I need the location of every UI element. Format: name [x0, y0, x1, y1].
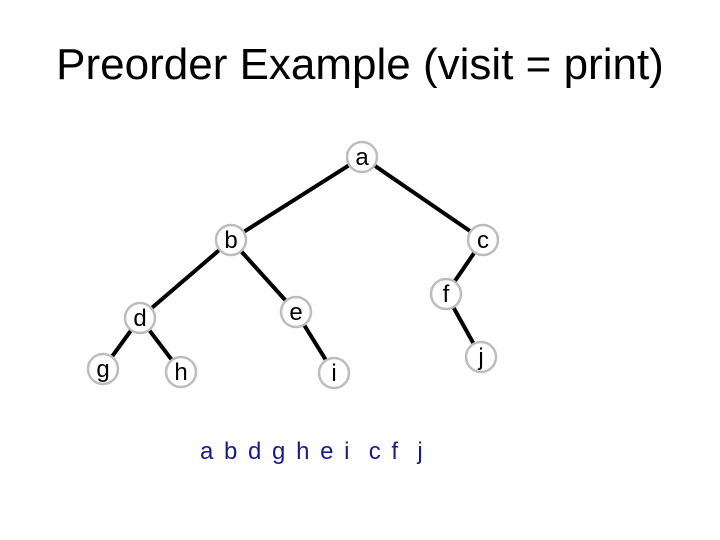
tree-node-i: i [317, 356, 351, 390]
slide-title: Preorder Example (visit = print) [56, 40, 664, 89]
node-circle [345, 140, 379, 174]
node-label: j [477, 344, 483, 371]
node-circle [429, 277, 463, 311]
edge-b-d [149, 247, 222, 311]
tree-node-h: h [164, 355, 198, 389]
tree-edges [109, 163, 477, 363]
node-label: b [224, 227, 237, 254]
tree-node-d: d [123, 301, 157, 335]
node-label: a [355, 144, 369, 171]
edge-f-j [451, 305, 476, 346]
node-label: e [289, 299, 302, 326]
tree-node-f: f [429, 277, 463, 311]
preorder-sequence: a b d g h e i c f j [200, 438, 425, 465]
node-circle [317, 356, 351, 390]
node-circle [123, 301, 157, 335]
node-label: h [174, 359, 187, 386]
node-label: d [133, 305, 146, 332]
tree-node-j: j [464, 340, 498, 374]
node-label: g [96, 356, 109, 383]
tree-nodes: a b c d e f g h i j [86, 140, 500, 390]
tree-node-b: b [214, 223, 248, 257]
edge-e-i [301, 322, 329, 363]
node-circle [464, 340, 498, 374]
node-label: f [443, 281, 450, 308]
node-circle [164, 355, 198, 389]
node-circle [214, 223, 248, 257]
edge-d-g [109, 328, 134, 359]
edge-a-c [372, 163, 473, 234]
edge-a-b [241, 163, 352, 234]
edge-d-h [147, 327, 174, 363]
node-circle [279, 295, 313, 329]
tree-node-e: e [279, 295, 313, 329]
node-circle [86, 352, 120, 386]
tree-node-c: c [466, 223, 500, 257]
node-label: c [477, 227, 489, 254]
tree-node-g: g [86, 352, 120, 386]
edge-b-e [239, 249, 288, 303]
tree-node-a: a [345, 140, 379, 174]
edge-c-f [452, 250, 477, 284]
node-label: i [331, 360, 336, 387]
node-circle [466, 223, 500, 257]
